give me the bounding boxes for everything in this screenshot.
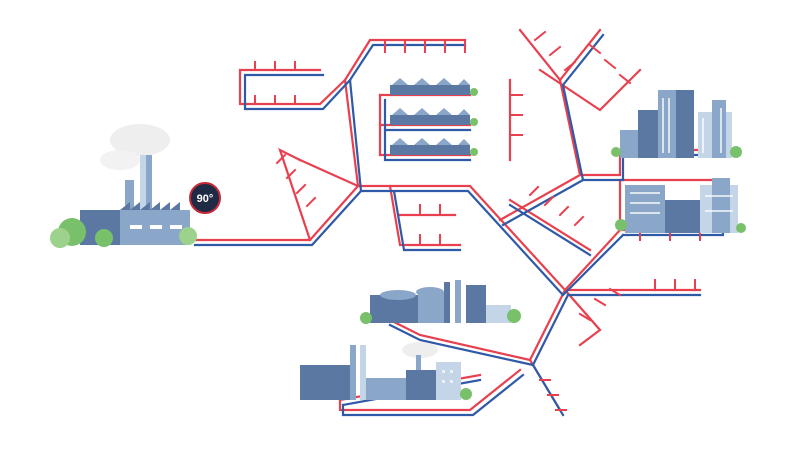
industrial-plant-icon [360, 280, 521, 324]
office-tower-icon [611, 90, 742, 158]
return-pipes [193, 33, 725, 417]
industrial-plant-icon [300, 342, 472, 400]
temperature-badge-label: 90° [197, 193, 214, 205]
temperature-badge: 90° [189, 182, 221, 214]
pipe-branch-ticks [254, 30, 701, 411]
power-plant-icon [50, 124, 197, 248]
office-tower-icon [615, 178, 746, 233]
house-row-icon [390, 78, 478, 156]
